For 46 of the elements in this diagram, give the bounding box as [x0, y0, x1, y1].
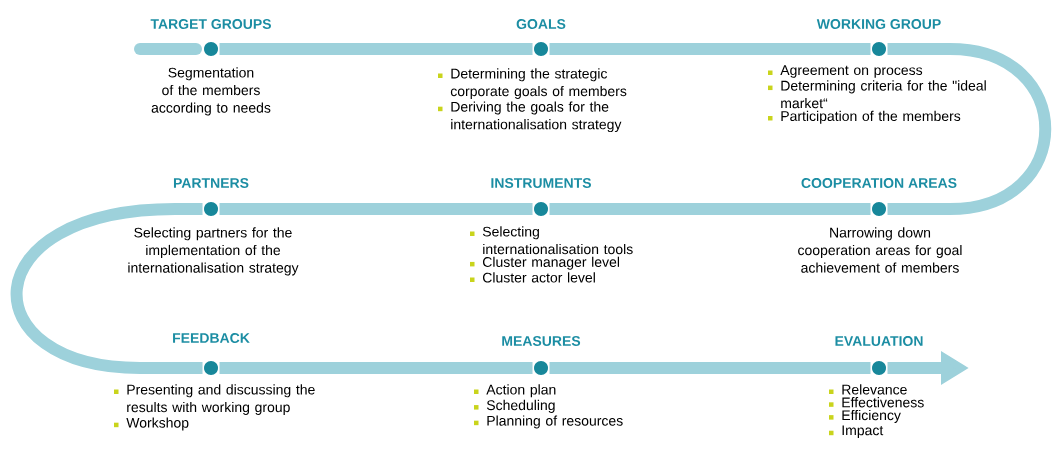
- bullet-item: Agreement on process: [768, 65, 923, 78]
- timeline-band: [11, 203, 203, 374]
- timeline-band: [219, 43, 533, 55]
- bullet-item: Efficiency: [829, 409, 901, 423]
- stage-heading: INSTRUMENTS: [491, 178, 591, 188]
- bullet-item: Workshop: [114, 417, 189, 431]
- timeline-dot: [534, 202, 548, 216]
- timeline-band: [549, 203, 871, 215]
- stage-description: Segmentation of the members according to needs: [151, 67, 271, 116]
- bullet-item: Impact: [829, 425, 884, 438]
- bullet-item: Deriving the goals for the internationalisation strategy: [438, 101, 622, 133]
- timeline-band: [219, 203, 533, 215]
- bullet-item: Determining the strategic corporate goals of members: [438, 68, 627, 99]
- bullet-item: Relevance: [829, 384, 907, 395]
- timeline-dot: [872, 361, 886, 375]
- stage-heading: FEEDBACK: [173, 333, 250, 343]
- timeline-band: [887, 43, 1051, 215]
- timeline-dot: [204, 42, 218, 56]
- bullet-item: Planning of resources: [474, 415, 623, 429]
- timeline-dot: [534, 42, 548, 56]
- timeline-dot: [872, 202, 886, 216]
- bullet-item: Effectiveness: [829, 397, 924, 408]
- bullet-item: Cluster manager level: [470, 256, 620, 270]
- stage-heading: MEASURES: [502, 336, 581, 346]
- timeline-dot: [872, 42, 886, 56]
- bullet-item: Determining criteria for the "ideal market“: [768, 80, 986, 109]
- stage-heading: WORKING GROUP: [816, 19, 941, 29]
- timeline-band: [219, 362, 533, 374]
- bullet-item: Participation of the members: [768, 110, 961, 124]
- stage-heading: EVALUATION: [835, 336, 923, 346]
- stage-description: Narrowing down cooperation areas for goal achievement of members: [798, 227, 962, 273]
- bullet-item: Scheduling: [474, 399, 555, 413]
- stage-heading: TARGET GROUPS: [150, 19, 271, 29]
- stage-description: Selecting partners for the implementation of the internationalisation strategy: [128, 227, 299, 276]
- bullet-item: Cluster actor level: [470, 272, 595, 283]
- bullet-item: Action plan: [474, 384, 556, 398]
- stage-heading: COOPERATION AREAS: [801, 178, 957, 188]
- timeline-dot: [534, 361, 548, 375]
- timeline-dot: [204, 361, 218, 375]
- timeline-band: [549, 362, 871, 374]
- stage-heading: GOALS: [516, 19, 566, 29]
- bullet-item: Presenting and discussing the results with working group: [114, 384, 315, 415]
- timeline-band: [549, 43, 871, 55]
- timeline-dot: [204, 202, 218, 216]
- stage-heading: PARTNERS: [173, 178, 249, 188]
- bullet-item: Selecting internationalisation tools: [470, 226, 633, 255]
